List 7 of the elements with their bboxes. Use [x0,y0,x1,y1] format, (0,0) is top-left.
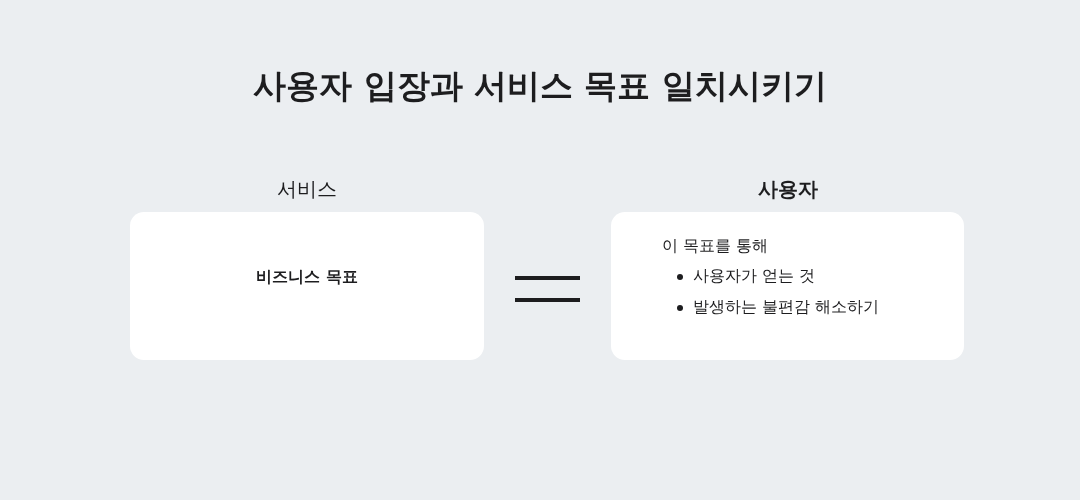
body-text: 이 목표를 통해 [662,236,769,257]
bullet-item: 사용자가 얻는 것 [677,266,816,287]
bullet-item: 발생하는 불편감 해소하기 [677,297,880,318]
title: 사용자 입장과 서비스 목표 일치시키기 [252,65,828,107]
heading: 사용자 [756,176,819,203]
heading: 서비스 [276,176,338,203]
goal-text: 비즈니스 목표 [255,267,359,288]
